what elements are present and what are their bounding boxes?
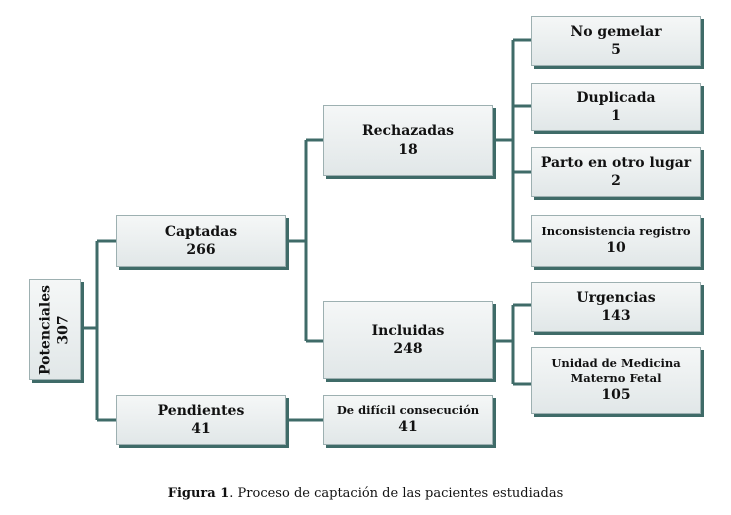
node-urgencias-value: 143	[601, 308, 631, 324]
node-pendientes-value: 41	[191, 421, 211, 437]
node-incluidas: Incluidas 248	[323, 301, 493, 379]
node-rechazadas: Rechazadas 18	[323, 105, 493, 176]
figure-caption: Figura 1. Proceso de captación de las pa…	[0, 486, 731, 501]
figure-caption-prefix: Figura 1	[167, 486, 230, 501]
node-parto-value: 2	[611, 173, 621, 189]
figure-caption-text: . Proceso de captación de las pacientes …	[229, 486, 564, 501]
node-inconsistencia-registro: Inconsistencia registro 10	[531, 215, 701, 267]
node-duplicada: Duplicada 1	[531, 83, 701, 131]
node-dificil-consecucion: De difícil consecución 41	[323, 395, 493, 445]
node-no-gemelar-value: 5	[611, 42, 621, 58]
node-unidad-label: Unidad de Medicina Materno Fetal	[551, 356, 681, 386]
node-incluidas-label: Incluidas	[371, 322, 445, 339]
node-urgencias: Urgencias 143	[531, 282, 701, 332]
node-captadas: Captadas 266	[116, 215, 286, 267]
node-unidad-medicina: Unidad de Medicina Materno Fetal 105	[531, 347, 701, 414]
node-duplicada-value: 1	[611, 108, 621, 124]
node-captadas-label: Captadas	[164, 223, 238, 240]
node-inconsistencia-value: 10	[606, 240, 626, 257]
node-inconsistencia-label: Inconsistencia registro	[541, 224, 691, 239]
node-urgencias-label: Urgencias	[576, 289, 656, 306]
node-parto-label: Parto en otro lugar	[540, 154, 692, 171]
node-dificil-label: De difícil consecución	[336, 403, 480, 418]
node-incluidas-value: 248	[393, 341, 423, 357]
node-no-gemelar: No gemelar 5	[531, 16, 701, 66]
node-potenciales: Potenciales 307	[29, 279, 81, 380]
node-potenciales-label: Potenciales	[37, 284, 54, 375]
node-rechazadas-label: Rechazadas	[361, 123, 455, 140]
node-pendientes: Pendientes 41	[116, 395, 286, 445]
node-potenciales-value: 307	[55, 314, 71, 345]
node-pendientes-label: Pendientes	[157, 402, 245, 419]
node-captadas-value: 266	[186, 242, 216, 258]
node-duplicada-label: Duplicada	[576, 89, 656, 106]
node-unidad-value: 105	[601, 387, 631, 404]
node-dificil-value: 41	[398, 419, 418, 436]
node-rechazadas-value: 18	[398, 141, 418, 158]
node-parto-otro-lugar: Parto en otro lugar 2	[531, 147, 701, 197]
node-no-gemelar-label: No gemelar	[570, 23, 662, 40]
